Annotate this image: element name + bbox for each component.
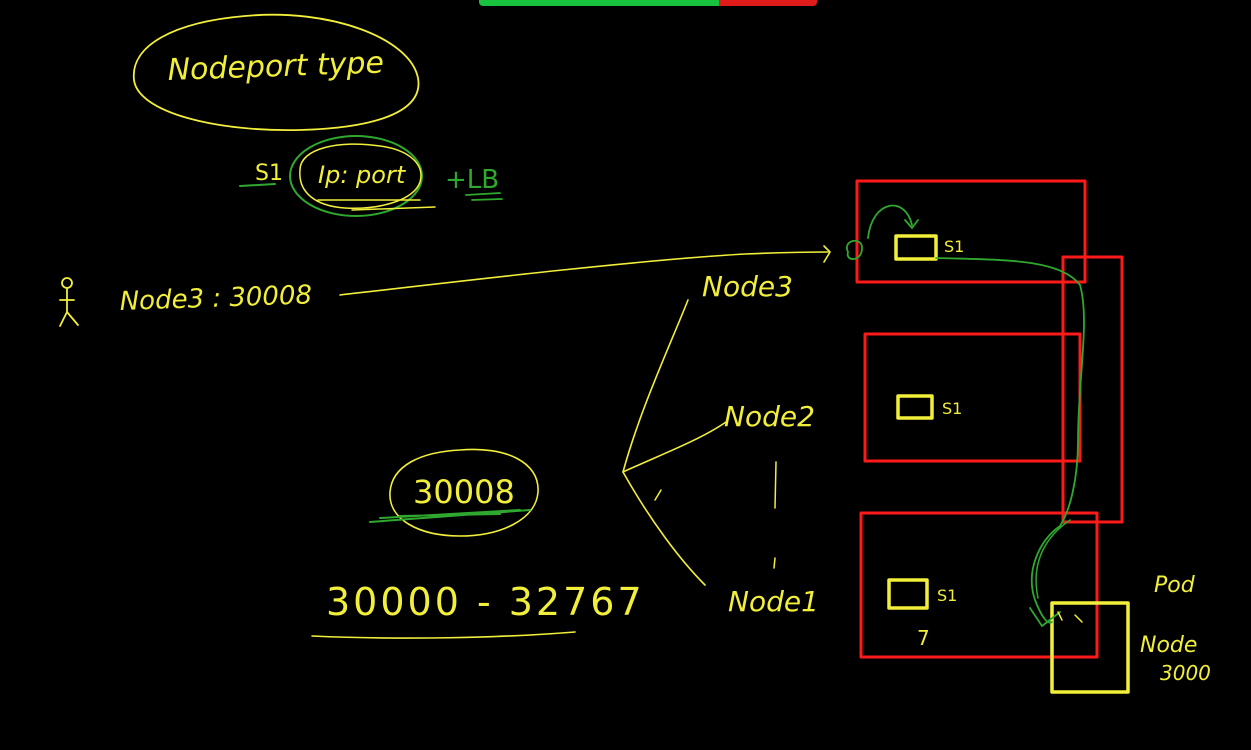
node-port-label: 3000 <box>1160 661 1211 685</box>
green-arc-top <box>867 204 913 239</box>
ip-port-yellow-loop <box>299 143 422 209</box>
port-value-scribble <box>369 509 531 523</box>
service-label: S1 <box>255 161 283 186</box>
port-range-label: 30000 - 32767 <box>326 580 645 624</box>
node2-label: Node2 <box>724 400 815 433</box>
stick-figure-icon <box>59 277 79 327</box>
toolbar-indicator-green <box>479 0 719 6</box>
port-value-label: 30008 <box>413 473 515 511</box>
s1-top-label: S1 <box>944 237 964 256</box>
node3-box <box>855 179 1087 284</box>
branch-node2 <box>622 421 727 473</box>
tick-mark-3 <box>773 557 776 569</box>
lb-underline-2 <box>471 198 503 201</box>
node1-box <box>859 511 1099 659</box>
s1-underline <box>239 183 276 187</box>
pod-label: Pod <box>1154 573 1196 598</box>
green-route <box>935 257 1085 624</box>
outer-node-box <box>1061 255 1124 524</box>
title-ellipse <box>133 13 420 132</box>
node3-label: Node3 <box>702 270 793 303</box>
yellow-arrowhead <box>1057 611 1083 623</box>
green-route-arrow <box>1029 607 1061 627</box>
mark-seven-label: 7 <box>917 626 930 650</box>
toolbar-indicator <box>479 0 817 6</box>
lb-underline-1 <box>465 192 501 196</box>
node1-label: Node1 <box>728 585 819 618</box>
pod-box <box>1050 601 1130 694</box>
plus-lb-label: +LB <box>445 165 499 195</box>
branch-node3 <box>622 299 689 473</box>
ip-port-label: Ip: port <box>318 161 407 189</box>
s1-mid-label: S1 <box>942 399 962 418</box>
toolbar-indicator-red <box>719 0 817 6</box>
title-text: Nodeport type <box>167 45 384 88</box>
node-label: Node <box>1140 633 1197 658</box>
access-line <box>339 251 829 296</box>
ip-port-underline-2 <box>351 206 436 211</box>
port-value-circle <box>389 448 539 537</box>
s1-pod-top <box>894 234 938 261</box>
green-arc-arrow <box>904 219 919 229</box>
s1-pod-mid <box>896 394 934 420</box>
branch-node1 <box>622 471 706 586</box>
user-access-label: Node3 : 30008 <box>119 280 312 317</box>
tick-mark-1 <box>654 489 662 501</box>
s1-bottom-label: S1 <box>937 586 957 605</box>
green-route-2 <box>1035 519 1071 599</box>
s1-pod-bottom <box>887 578 929 610</box>
port-range-underline <box>311 631 576 639</box>
green-entry-loop <box>846 239 863 260</box>
tick-mark-2 <box>774 461 777 509</box>
access-arrow <box>823 245 831 263</box>
ip-port-circle <box>289 135 423 217</box>
